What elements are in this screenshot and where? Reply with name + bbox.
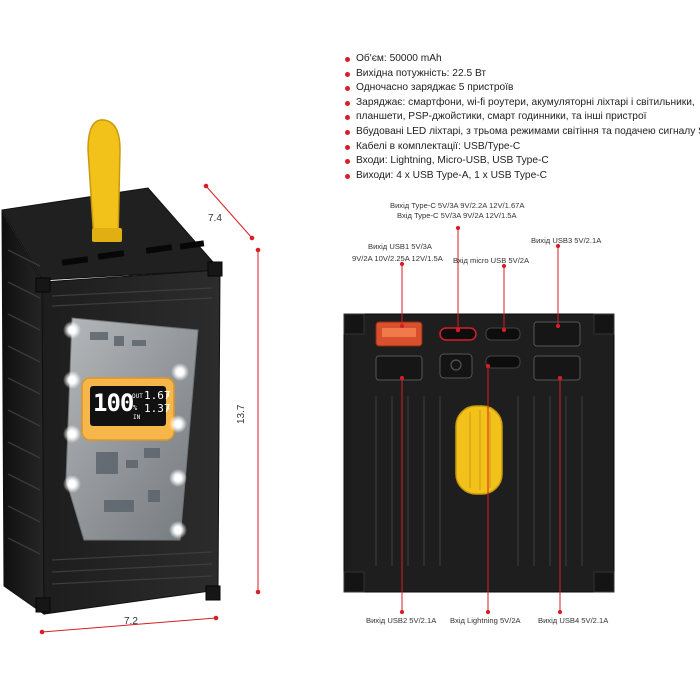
port-leader-lines [399, 225, 563, 615]
corner-cap [35, 277, 51, 293]
label-typec-in: Вхід Type-C 5V/3A 9V/2A 12V/1.5A [397, 211, 517, 220]
led-lights [63, 321, 189, 539]
corner-cap [593, 571, 615, 593]
usb2-port [375, 355, 423, 381]
display-in-unit: A [166, 405, 170, 412]
usb4-port [533, 355, 581, 381]
spec-item-charges-more: планшети, PSP-джойстики, смарт годинники… [344, 110, 700, 125]
usb3-port [533, 321, 581, 347]
spec-item-outputs: Виходи: 4 x USB Type-A, 1 x USB Type-C [344, 169, 700, 184]
label-lightning: Вхід Lightning 5V/2A [450, 616, 521, 625]
spec-list: Об'єм: 50000 mAh Вихідна потужність: 22.… [344, 52, 700, 183]
top-slot [97, 250, 125, 260]
display-out-label: OUT [132, 393, 143, 400]
top-slot [61, 256, 89, 266]
carry-handle [87, 119, 121, 241]
corner-cap [205, 585, 221, 601]
spec-item-capacity: Об'єм: 50000 mAh [344, 52, 700, 67]
top-slot [145, 244, 173, 254]
spec-item-charges: Заряджає: смартфони, wi-fi роутери, акум… [344, 96, 700, 111]
display-pct-sign: % [133, 404, 138, 412]
corner-cap [35, 597, 51, 613]
display-percent: 100 [93, 389, 134, 417]
display-screen [90, 386, 166, 426]
powerbank-top-view [343, 225, 615, 615]
corner-cap [207, 261, 223, 277]
display-in-label: IN [133, 414, 141, 421]
handle-base [92, 228, 122, 242]
corner-cap [593, 313, 615, 335]
powerbank-3d-view [1, 119, 261, 635]
folded-handle [455, 405, 503, 495]
dimension-width: 7.2 [124, 616, 138, 627]
power-button-icon [450, 359, 462, 371]
spec-item-simultaneous: Одночасно заряджає 5 пристроїв [344, 81, 700, 96]
handle-ribs [469, 410, 491, 490]
usb1-port-inner [382, 328, 416, 337]
top-slot [179, 240, 205, 250]
corner-cap [343, 313, 365, 335]
label-usb2: Вихід USB2 5V/2.1A [366, 616, 437, 625]
label-usb1-line1: Вихід USB1 5V/3A [368, 242, 432, 251]
label-usb1-line2: 9V/2A 10V/2.25A 12V/1.5A [352, 254, 443, 263]
spec-item-output-power: Вихідна потужність: 22.5 Вт [344, 67, 700, 82]
dimension-depth: 7.4 [208, 213, 222, 224]
side-ribs [7, 249, 41, 555]
micro-usb-port [485, 327, 521, 341]
display-in-value: 1.37 [144, 402, 171, 415]
label-micro-usb: Вхід micro USB 5V/2A [453, 256, 530, 265]
label-usb3: Вихід USB3 5V/2.1A [531, 236, 602, 245]
display-out-value: 1.67 [144, 389, 171, 402]
corner-cap [343, 571, 365, 593]
dimension-lines [39, 183, 261, 635]
spec-item-inputs: Входи: Lightning, Micro-USB, USB Type-C [344, 154, 700, 169]
circuit-board [90, 332, 160, 512]
front-ribs [51, 287, 213, 585]
label-typec-out: Вихід Type-C 5V/3A 9V/2.2A 12V/1.67A [390, 201, 525, 210]
top-view-ribs [375, 396, 583, 566]
spec-item-led: Вбудовані LED ліхтарі, з трьома режимами… [344, 125, 700, 140]
display-out-unit: A [166, 392, 170, 399]
dimension-height: 13.7 [236, 404, 247, 424]
label-usb4: Вихід USB4 5V/2.1A [538, 616, 609, 625]
power-button [439, 353, 473, 379]
spec-item-cables: Кабелі в комплектації: USB/Type-C [344, 140, 700, 155]
lightning-port [485, 355, 521, 369]
